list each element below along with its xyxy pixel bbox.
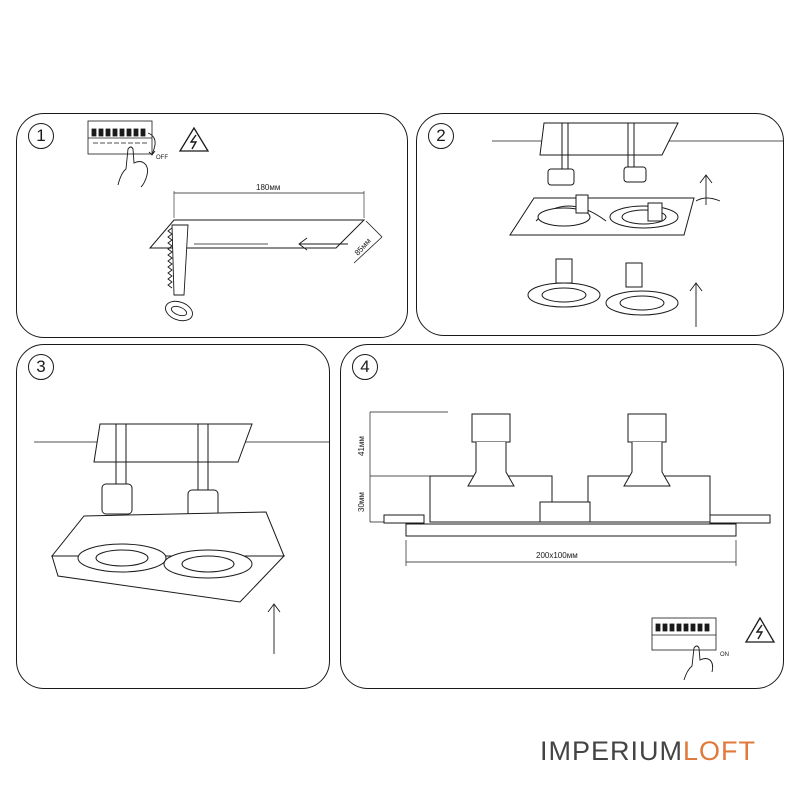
step-1-number: 1 [28,123,54,149]
brand-logo: IMPERIUMLOFT [540,736,756,767]
step-3-number: 3 [28,354,54,380]
ceiling-plane [148,219,366,249]
circuit-breaker-icon [87,120,153,155]
brand-part-2: LOFT [683,736,757,766]
switch-on-label: ON [720,652,729,658]
switch-arrow-icon [147,132,156,156]
arrow-up-icon [267,603,281,654]
step-4-number: 4 [352,354,378,380]
step-1-illustration: OFF 180мм 85мм [87,120,383,322]
cut-height-label: 85мм [353,237,373,258]
dim-bottom-label: 30мм [357,492,366,512]
cut-width-label: 180мм [256,183,280,192]
hand-icon [117,146,149,188]
cut-height-dimension [365,220,383,238]
lightning-icon [178,126,210,152]
cut-height-dimension-2 [353,236,383,264]
rotate-icon [695,197,721,202]
step-2-number: 2 [428,123,454,149]
circuit-breaker-icon [651,617,717,651]
saw-icon [165,224,193,322]
step-3-illustration [34,423,330,654]
dim-top-label: 41мм [357,436,366,456]
step-1-panel [16,113,408,338]
hand-icon [683,645,714,681]
arrow-up-icon [689,174,713,327]
step-2-illustration [492,122,784,327]
arrow-icon [298,237,348,251]
brand-part-1: IMPERIUM [540,736,683,766]
step-4-illustration: 41мм 30мм 200x100мм ON [357,411,776,681]
switch-label: OFF [156,155,168,161]
lightning-icon [744,616,776,643]
frame-size-label: 200x100мм [536,551,578,560]
